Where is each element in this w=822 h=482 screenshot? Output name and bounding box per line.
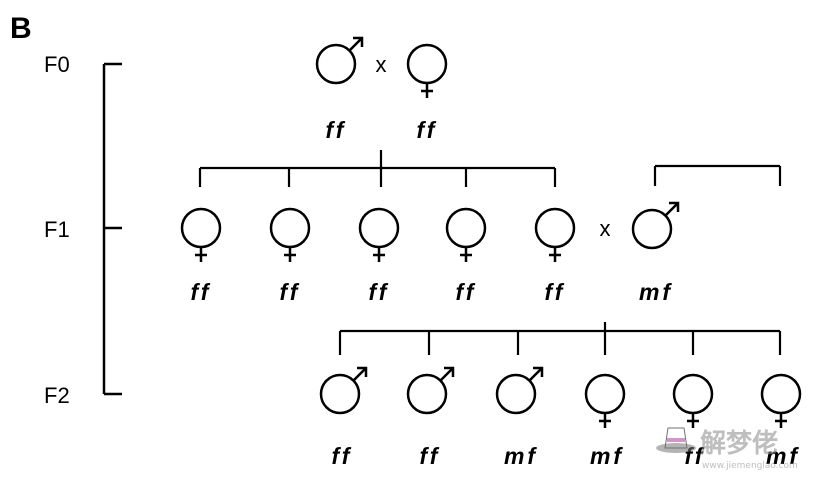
watermark-text: 解梦佬 — [700, 429, 778, 459]
female-symbol-icon — [358, 207, 400, 262]
f2-offspring-1: ff — [319, 366, 368, 469]
watermark: 解梦佬 www.jiemenglao.com — [656, 427, 798, 471]
genotype-label: ff — [417, 117, 438, 143]
generation-label-f0: F0 — [44, 52, 70, 77]
genotype-label: ff — [369, 279, 390, 305]
f1-daughter-2: ff — [269, 207, 311, 305]
male-symbol-icon — [319, 366, 368, 415]
f2-offspring-4: mf — [584, 373, 626, 469]
genotype-label: ff — [545, 279, 566, 305]
f1-mate-male: mf — [631, 201, 680, 305]
connector-lines — [198, 150, 782, 355]
generation-label-f1: F1 — [44, 217, 70, 242]
f1-daughter-1: ff — [180, 207, 222, 305]
male-symbol-icon — [315, 36, 364, 85]
panel-label: B — [10, 12, 32, 45]
f2-offspring-2: ff — [406, 366, 455, 469]
male-symbol-icon — [631, 201, 680, 250]
generation-axis — [102, 62, 122, 396]
f2-offspring-3: mf — [495, 366, 544, 469]
f1-daughter-4: ff — [445, 207, 487, 305]
genotype-label: ff — [280, 279, 301, 305]
genotype-label: ff — [456, 279, 477, 305]
female-symbol-icon — [269, 207, 311, 262]
female-symbol-icon — [534, 207, 576, 262]
f0-male: ff — [315, 36, 364, 143]
male-symbol-icon — [406, 366, 455, 415]
genotype-label: mf — [639, 279, 673, 305]
f1-daughter-3: ff — [358, 207, 400, 305]
male-symbol-icon — [495, 366, 544, 415]
female-symbol-icon — [406, 43, 448, 98]
cross-symbol: x — [600, 216, 611, 241]
genotype-label: ff — [420, 443, 441, 469]
female-symbol-icon — [672, 373, 714, 428]
f2-offspring-6: mf — [760, 373, 802, 469]
cross-symbol: x — [376, 52, 387, 77]
female-symbol-icon — [584, 373, 626, 428]
female-symbol-icon — [760, 373, 802, 428]
genotype-label: ff — [326, 117, 347, 143]
f1-daughter-5: ff — [534, 207, 576, 305]
genotype-label: ff — [191, 279, 212, 305]
genotype-label: mf — [504, 443, 538, 469]
generation-label-f2: F2 — [44, 383, 70, 408]
hat-logo-icon — [656, 427, 696, 453]
f0-female: ff — [406, 43, 448, 143]
female-symbol-icon — [180, 207, 222, 262]
generation-labels: F0 F1 F2 — [44, 52, 70, 408]
genotype-label: ff — [332, 443, 353, 469]
genotype-label: mf — [766, 443, 800, 469]
female-symbol-icon — [445, 207, 487, 262]
watermark-url: www.jiemenglao.com — [702, 461, 798, 471]
genotype-label: mf — [590, 443, 624, 469]
